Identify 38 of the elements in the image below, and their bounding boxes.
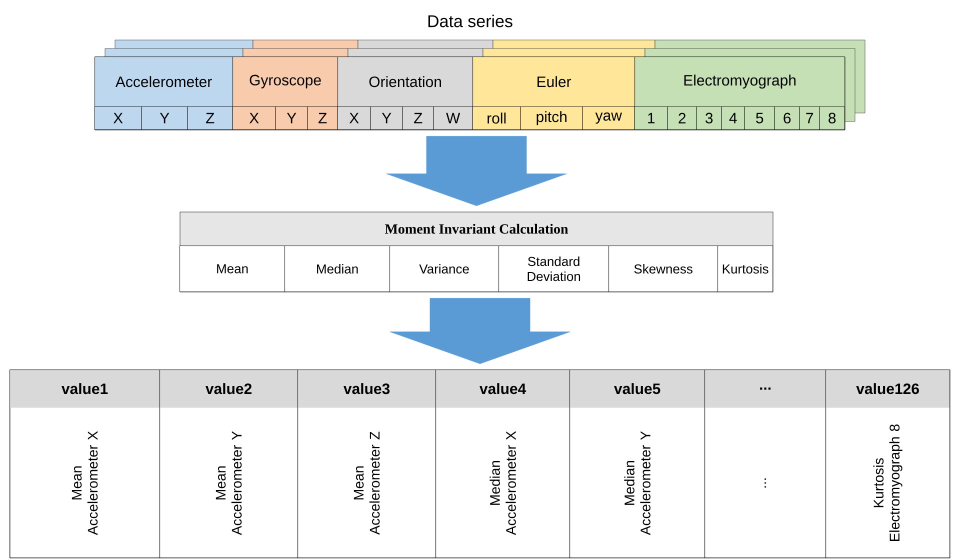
sub-cell: yaw bbox=[582, 106, 635, 130]
table-cell: Variance bbox=[390, 246, 499, 292]
table-cell: Skewness bbox=[608, 246, 718, 292]
title: Data series bbox=[428, 14, 512, 28]
table-column: value3 Mean Accelerometer Z bbox=[298, 370, 436, 558]
table-column: value4 Median Accelerometer X bbox=[436, 370, 570, 558]
sub-cell: 8 bbox=[819, 106, 845, 130]
sub-cell: 5 bbox=[744, 106, 775, 130]
sub-cell: X bbox=[232, 106, 276, 130]
sub-cell: pitch bbox=[520, 106, 583, 130]
sub-cell: Z bbox=[187, 106, 233, 130]
sub-cell: Y bbox=[141, 106, 188, 130]
sub-cell: W bbox=[433, 106, 473, 130]
block-arrow bbox=[390, 298, 570, 364]
table-cell: Kurtosis bbox=[718, 246, 773, 292]
sub-cell: Y bbox=[370, 106, 403, 130]
table-cell: Median bbox=[284, 246, 390, 292]
sub-cell: Y bbox=[275, 106, 308, 130]
sub-cell: Z bbox=[402, 106, 434, 130]
table-column: value126 Kurtosis Electromyograph 8 bbox=[826, 370, 950, 558]
sub-cell: 7 bbox=[799, 106, 820, 130]
table-cell: Mean bbox=[180, 246, 285, 292]
table-cell: Standard Deviation bbox=[498, 246, 609, 292]
sub-cell: 6 bbox=[774, 106, 800, 130]
output-table bbox=[10, 370, 950, 558]
sub-cell: X bbox=[337, 106, 371, 130]
sub-cell: Z bbox=[307, 106, 338, 130]
sub-cell: 2 bbox=[667, 106, 697, 130]
sub-cell: 3 bbox=[696, 106, 722, 130]
sub-cell: roll bbox=[472, 106, 521, 130]
sub-cell: X bbox=[94, 106, 142, 130]
table-column: value2 Mean Accelerometer Y bbox=[160, 370, 298, 558]
table-column: value1 Mean Accelerometer X bbox=[10, 370, 160, 558]
sub-cell: 4 bbox=[721, 106, 745, 130]
block-arrow bbox=[386, 136, 567, 206]
sub-cell: 1 bbox=[634, 106, 668, 130]
table-column: value5 Median Accelerometer Y bbox=[570, 370, 705, 558]
table-column: ... ... bbox=[704, 370, 826, 558]
